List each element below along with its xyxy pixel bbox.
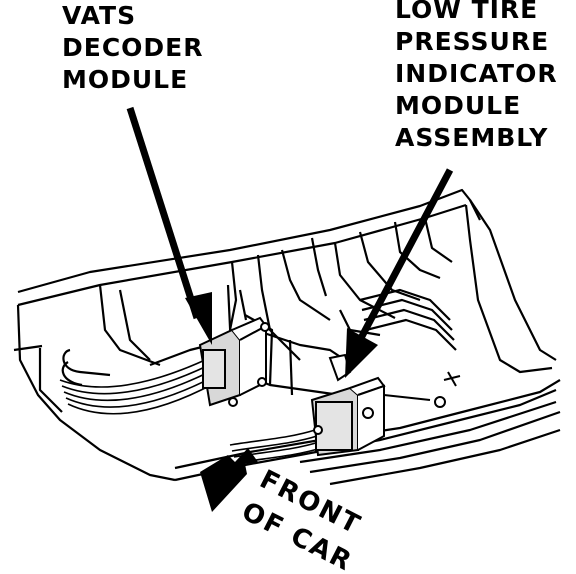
ltp-leader-arrow xyxy=(345,168,454,378)
wiring-harness-left xyxy=(59,359,214,415)
ltp-label-line: PRESSURE xyxy=(395,27,550,56)
vats-label-line: DECODER xyxy=(62,33,204,62)
vats-label-line: VATS xyxy=(62,1,137,30)
low-tire-pressure-module xyxy=(310,353,461,457)
low-tire-pressure-label: LOW TIRE PRESSURE INDICATOR MODULE ASSEM… xyxy=(395,0,558,154)
instrument-panel-structure xyxy=(13,188,561,486)
ltp-label-line: LOW TIRE xyxy=(395,0,539,24)
ltp-label-line: MODULE xyxy=(395,91,522,120)
vats-decoder-module xyxy=(198,316,270,407)
ltp-label-line: ASSEMBLY xyxy=(395,123,549,152)
vats-decoder-module-label: VATS DECODER MODULE xyxy=(62,0,204,96)
front-direction-arrow xyxy=(200,448,258,512)
ltp-label-line: INDICATOR xyxy=(395,59,558,88)
vats-leader-arrow xyxy=(126,106,212,345)
vats-label-line: MODULE xyxy=(62,65,189,94)
